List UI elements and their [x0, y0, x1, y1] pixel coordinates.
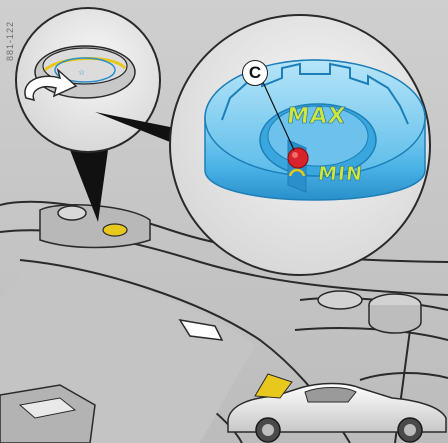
min-level-mark: MIN [317, 163, 364, 185]
callout-label-c: C [242, 60, 268, 86]
svg-text:☆: ☆ [78, 68, 85, 77]
dipstick-float [288, 148, 308, 168]
max-level-mark: MAX [286, 104, 348, 129]
figure-reference-code: 881-122 [4, 6, 16, 76]
highlighted-cap [103, 224, 127, 236]
zoom-circle-large [170, 15, 430, 275]
